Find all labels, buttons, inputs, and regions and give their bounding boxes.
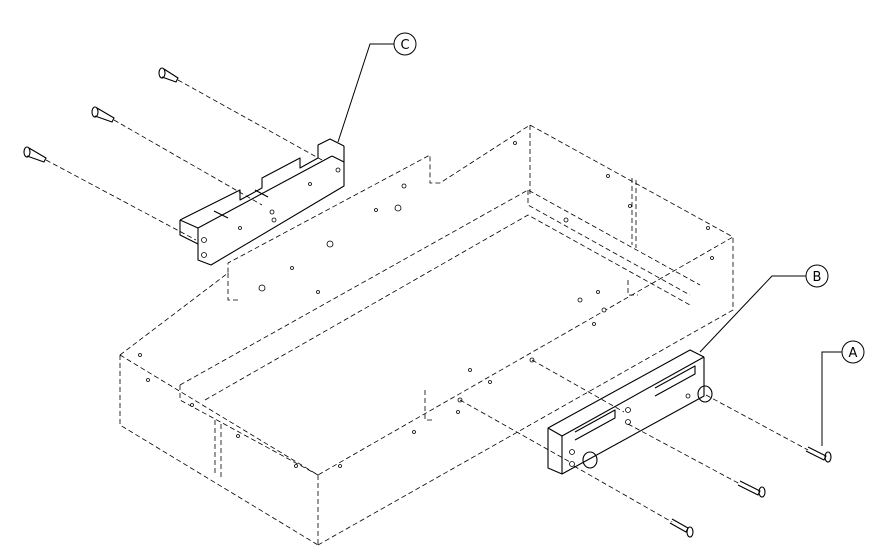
- part-b-screws: [459, 359, 832, 538]
- screw-b2: [573, 465, 694, 538]
- callout-b: B: [699, 264, 829, 353]
- part-c-rail: [179, 138, 345, 266]
- callout-c: C: [337, 32, 417, 143]
- part-c-screws: [23, 67, 323, 241]
- screw-c1: [158, 67, 323, 161]
- frame-holes: [138, 141, 714, 468]
- part-b-rail: [547, 349, 713, 475]
- callout-a: A: [821, 340, 865, 446]
- callout-a-label: A: [849, 346, 858, 361]
- screw-b1: [627, 423, 766, 498]
- screw-c2: [91, 106, 263, 206]
- frame-body: [119, 124, 734, 546]
- callout-c-label: C: [400, 38, 409, 53]
- screw-a: [705, 394, 832, 463]
- screw-c3: [23, 146, 197, 241]
- callout-b-label: B: [813, 270, 822, 285]
